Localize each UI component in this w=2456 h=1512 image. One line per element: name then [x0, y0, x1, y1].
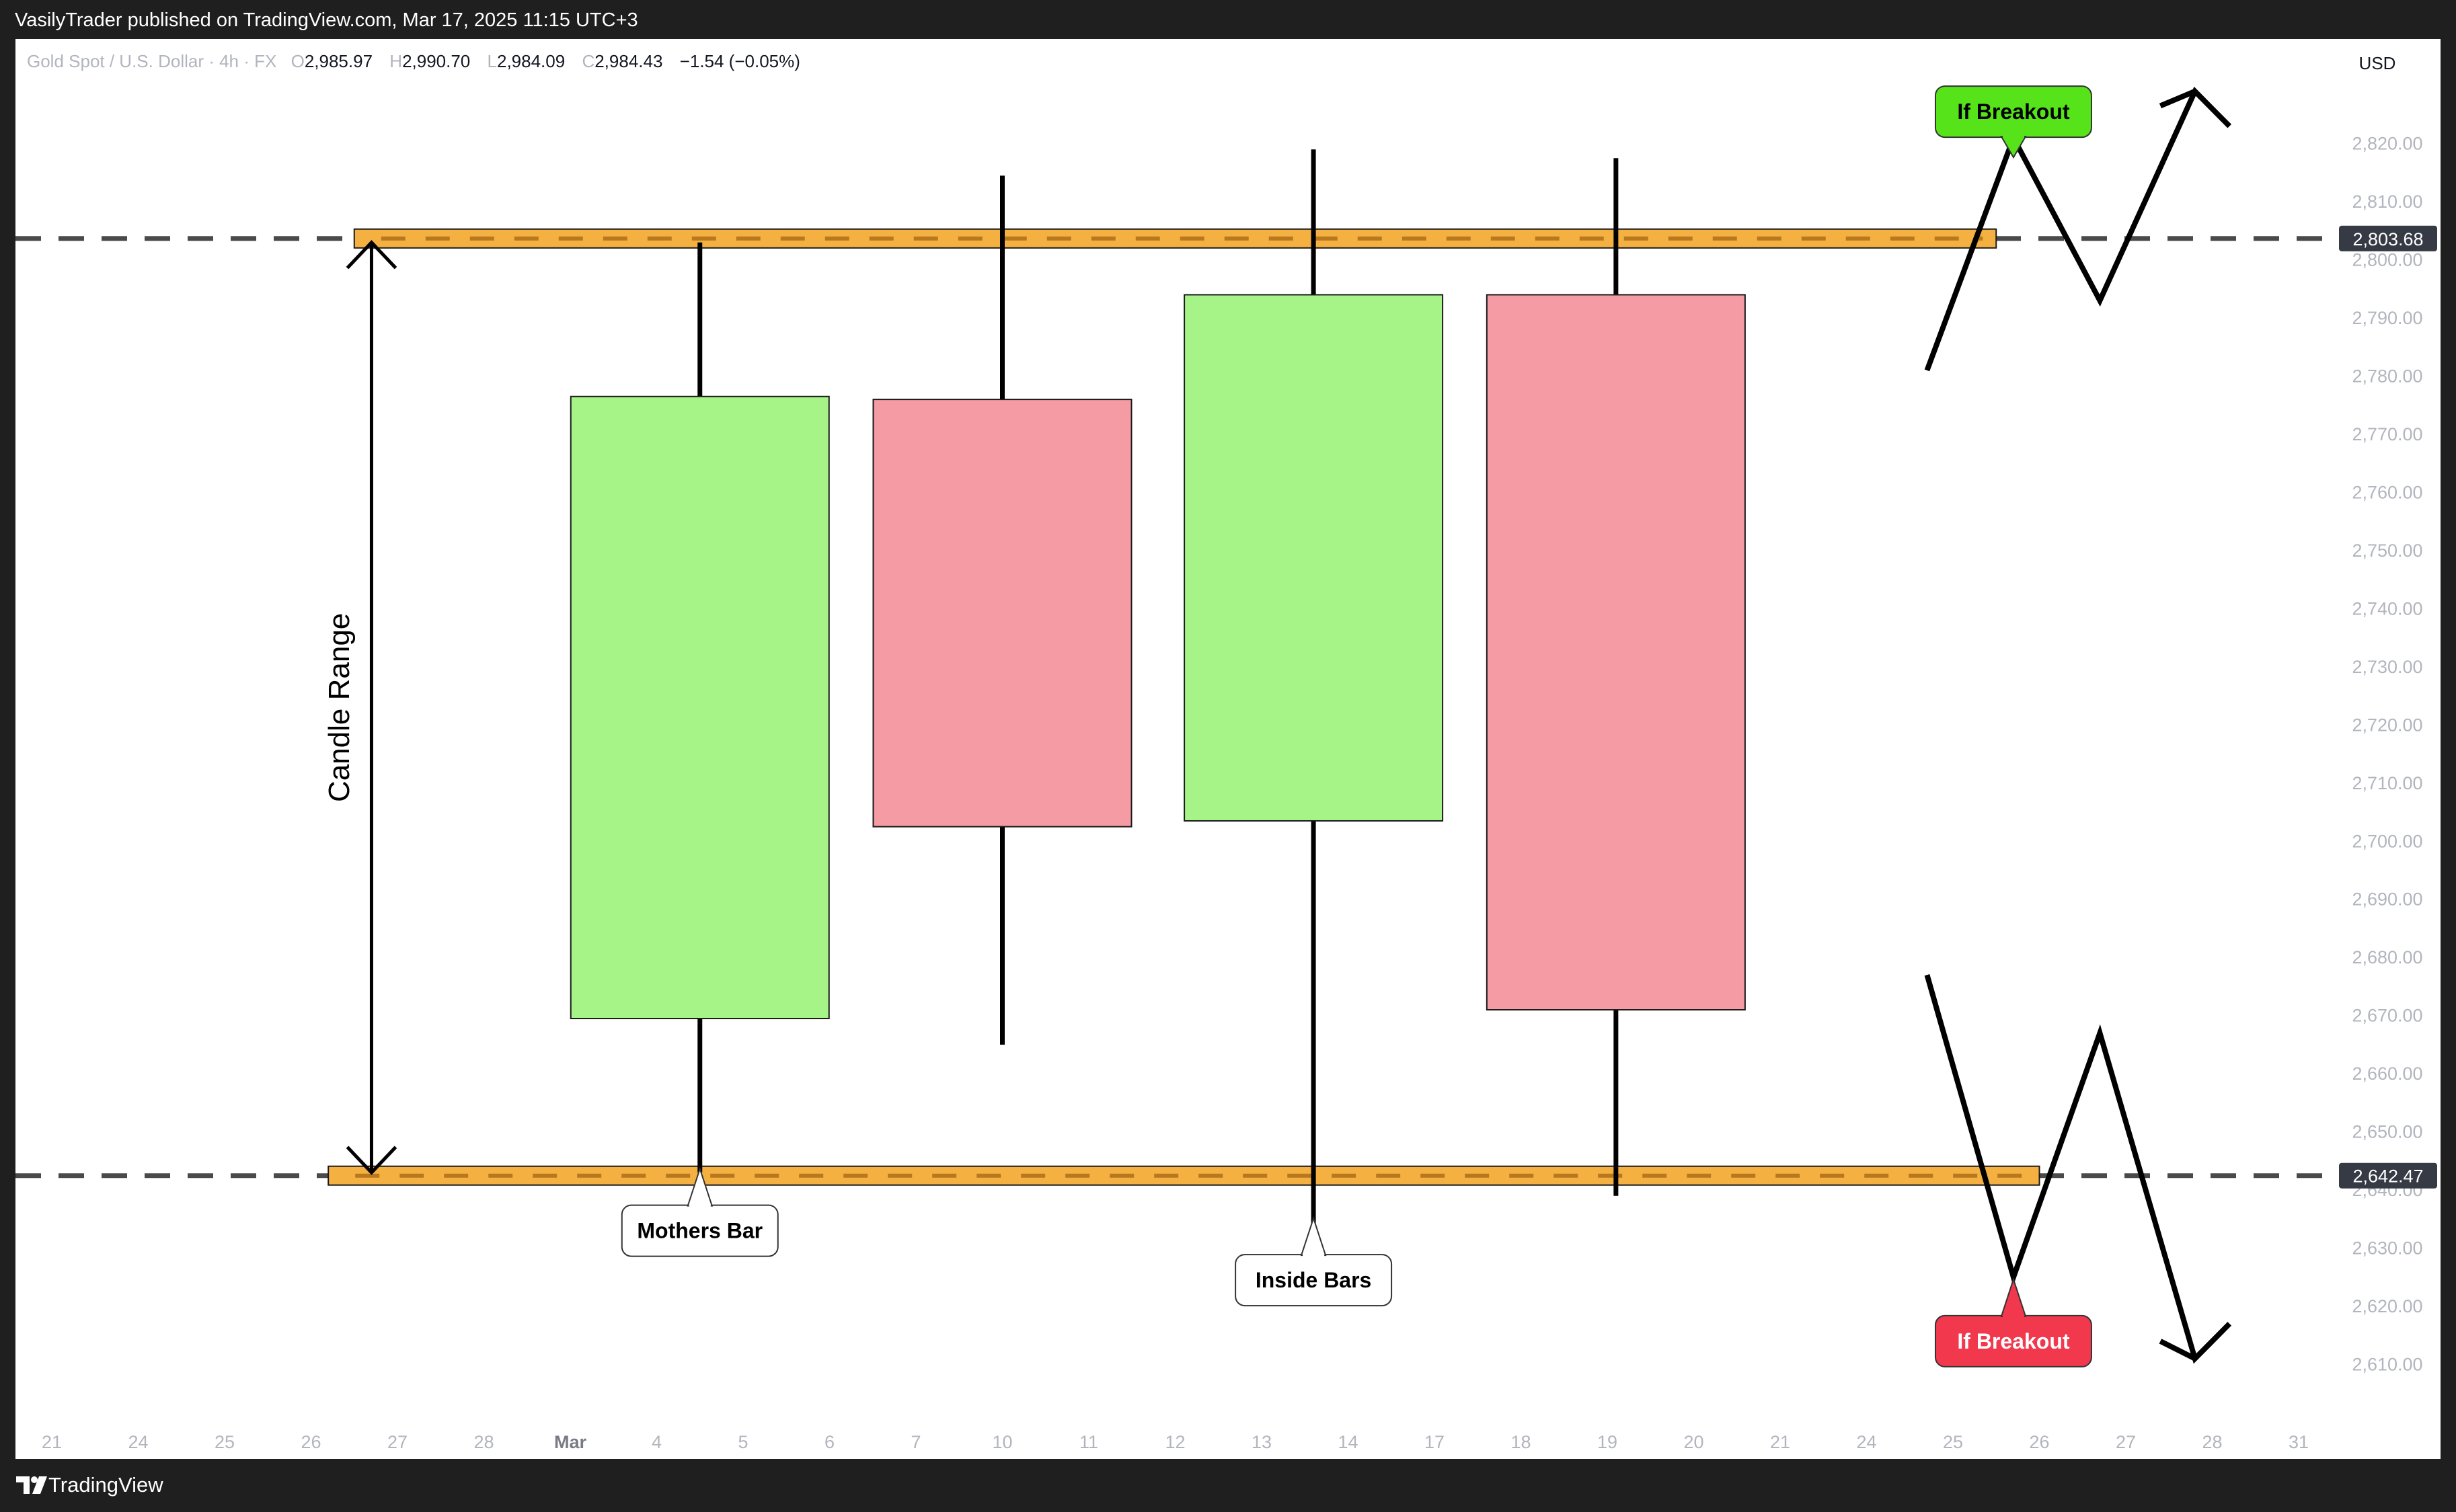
x-tick-label: 13 — [1252, 1432, 1272, 1452]
legend-open: 2,985.97 — [304, 51, 373, 71]
bearish-candle-body — [872, 399, 1133, 828]
level-band — [353, 228, 1997, 249]
y-tick-label: 2,820.00 — [2352, 134, 2422, 154]
x-tick-label: 24 — [128, 1432, 148, 1452]
x-tick-label: 31 — [2289, 1432, 2309, 1452]
x-tick-label: 19 — [1597, 1432, 1617, 1452]
callout-label: If Breakout — [1957, 100, 2069, 124]
x-tick-label: 28 — [473, 1432, 494, 1452]
top-bar: VasilyTrader published on TradingView.co… — [0, 0, 2456, 39]
callout-pointer — [2000, 1277, 2027, 1317]
y-tick-label: 2,700.00 — [2352, 831, 2422, 851]
legend-change: −1.54 (−0.05%) — [679, 51, 800, 71]
y-tick-label: 2,630.00 — [2352, 1238, 2422, 1259]
y-tick-label: 2,720.00 — [2352, 715, 2422, 735]
range-arrow-head-top — [346, 240, 397, 270]
y-tick-label: 2,810.00 — [2352, 192, 2422, 212]
y-tick-label: 2,730.00 — [2352, 657, 2422, 677]
legend-close: 2,984.43 — [594, 51, 663, 71]
x-tick-label: 21 — [1770, 1432, 1790, 1452]
x-tick-label: 11 — [1079, 1432, 1098, 1452]
axis-ticks: 2,610.002,620.002,630.002,640.002,650.00… — [42, 134, 2423, 1452]
x-tick-label: 26 — [2029, 1432, 2049, 1452]
candles — [570, 149, 1746, 1237]
price-tag — [2339, 225, 2437, 251]
y-tick-label: 2,750.00 — [2352, 541, 2422, 561]
breakout-down-arrowhead — [2159, 1339, 2196, 1361]
x-tick-label: 20 — [1683, 1432, 1703, 1452]
y-tick-label: 2,610.00 — [2352, 1354, 2422, 1374]
y-tick-label: 2,770.00 — [2352, 424, 2422, 444]
x-tick-label: 28 — [2202, 1432, 2222, 1452]
x-tick-label: 24 — [1856, 1432, 1876, 1452]
y-tick-label: 2,660.00 — [2352, 1064, 2422, 1084]
x-tick-label: 17 — [1424, 1432, 1445, 1452]
price-tag-label: 2,642.47 — [2352, 1166, 2423, 1187]
callout-label: Inside Bars — [1256, 1268, 1372, 1292]
tradingview-brand: TradingView — [48, 1473, 163, 1497]
y-tick-label: 2,710.00 — [2352, 773, 2422, 793]
x-tick-label: Mar — [554, 1432, 587, 1452]
bearish-candle-body — [1486, 294, 1746, 1011]
legend-low-label: L — [487, 51, 497, 71]
currency-button[interactable]: USD — [2344, 47, 2411, 79]
x-tick-label: 4 — [652, 1432, 662, 1452]
legend-symbol: Gold Spot / U.S. Dollar · 4h · FX — [27, 51, 277, 71]
y-tick-label: 2,680.00 — [2352, 947, 2422, 967]
x-tick-label: 25 — [1943, 1432, 1963, 1452]
callout-label: Mothers Bar — [637, 1219, 763, 1243]
y-tick-label: 2,670.00 — [2352, 1006, 2422, 1026]
x-tick-label: 14 — [1338, 1432, 1358, 1452]
ohlc-legend: Gold Spot / U.S. Dollar · 4h · FX O2,985… — [27, 51, 812, 72]
x-tick-label: 25 — [215, 1432, 235, 1452]
legend-high: 2,990.70 — [402, 51, 471, 71]
legend-high-label: H — [389, 51, 403, 71]
legend-open-label: O — [291, 51, 305, 71]
x-tick-label: 12 — [1165, 1432, 1185, 1452]
breakout-up-path — [1924, 86, 2232, 372]
price-tag-label: 2,803.68 — [2352, 229, 2423, 249]
x-tick-label: 7 — [911, 1432, 921, 1452]
y-tick-label: 2,690.00 — [2352, 889, 2422, 910]
legend-low: 2,984.09 — [496, 51, 566, 71]
callout-pointer — [1300, 1216, 1327, 1257]
y-tick-label: 2,790.00 — [2352, 308, 2422, 328]
breakout-up-arrowhead — [2159, 89, 2196, 109]
legend-close-label: C — [582, 51, 595, 71]
price-levels: 2,803.68 2,642.47 — [15, 225, 2437, 1189]
tradingview-logo-icon — [16, 1476, 47, 1494]
bottom-bar — [0, 1459, 2456, 1512]
y-tick-label: 2,760.00 — [2352, 482, 2422, 502]
price-tag — [2339, 1162, 2437, 1189]
publish-line: VasilyTrader published on TradingView.co… — [15, 9, 638, 31]
drawings — [346, 86, 2232, 1364]
bullish-candle-body — [1184, 294, 1444, 822]
x-tick-label: 26 — [301, 1432, 321, 1452]
y-tick-label: 2,650.00 — [2352, 1122, 2422, 1142]
y-tick-label: 2,780.00 — [2352, 366, 2422, 387]
x-tick-label: 18 — [1510, 1432, 1531, 1452]
bullish-candle-body — [570, 395, 830, 1019]
callout-label: If Breakout — [1957, 1329, 2069, 1353]
x-tick-label: 21 — [42, 1432, 62, 1452]
y-tick-label: 2,620.00 — [2352, 1296, 2422, 1316]
x-tick-label: 5 — [738, 1432, 748, 1452]
candle-range-label: Candle Range — [323, 613, 356, 802]
x-tick-label: 27 — [2116, 1432, 2136, 1452]
y-tick-label: 2,800.00 — [2352, 250, 2422, 270]
x-tick-label: 10 — [992, 1432, 1012, 1452]
x-tick-label: 27 — [387, 1432, 408, 1452]
x-tick-label: 6 — [824, 1432, 835, 1452]
range-arrow-head-bottom — [346, 1146, 397, 1175]
y-tick-label: 2,740.00 — [2352, 598, 2422, 619]
breakout-down-path — [1924, 974, 2232, 1364]
